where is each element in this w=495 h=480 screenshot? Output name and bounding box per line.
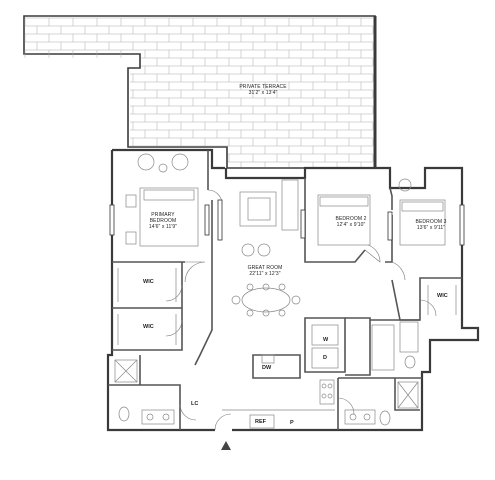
- furniture: [114, 153, 457, 429]
- washer-label: W: [323, 337, 329, 343]
- bedroom-3-dims: 13'6" x 9'11": [416, 225, 446, 231]
- terrace-name: PRIVATE TERRACE: [239, 84, 287, 90]
- terrace-dims: 31'2" x 13'4": [248, 90, 278, 96]
- wic-right-label: WIC: [437, 293, 448, 299]
- primary-bedroom-dims: 14'6" x 11'9": [148, 224, 178, 230]
- wic-lower-label: WIC: [143, 324, 154, 330]
- exterior-walls: [106, 148, 480, 432]
- primary-bedroom-name-line1: PRIMARY: [151, 212, 175, 218]
- pantry-label: P: [290, 420, 294, 426]
- interior-walls: [108, 150, 462, 430]
- dryer-label: D: [323, 355, 327, 361]
- dishwasher-label: DW: [262, 365, 272, 371]
- windows: [109, 199, 465, 246]
- door-swings: [165, 189, 437, 431]
- primary-bedroom-name-line2: BEDROOM: [149, 218, 177, 224]
- great-room-name: GREAT ROOM: [247, 265, 283, 271]
- refrigerator-label: REF: [255, 419, 266, 425]
- great-room-dims: 22'11" x 12'3": [249, 271, 281, 277]
- bedroom-2-name: BEDROOM 2: [335, 216, 367, 222]
- bedroom-2-dims: 12'4" x 9'10": [336, 222, 366, 228]
- terrace-area: [23, 15, 377, 169]
- linen-closet-label: LC: [191, 401, 199, 407]
- entry-arrow-icon: [221, 441, 231, 450]
- wic-upper-label: WIC: [143, 279, 154, 285]
- bedroom-3-name: BEDROOM 3: [415, 219, 447, 225]
